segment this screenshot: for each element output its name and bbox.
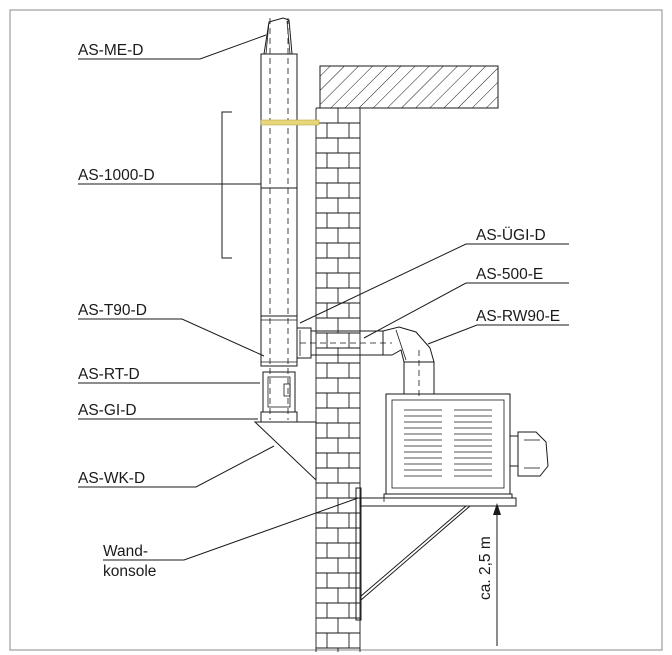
label-as-wk-d: AS-WK-D — [78, 470, 145, 487]
boiler-unit — [383, 393, 549, 502]
connection-ring — [260, 119, 320, 126]
height-label: ca. 2,5 m — [477, 536, 494, 600]
vent-grille-right — [454, 409, 492, 477]
length-bracket — [221, 111, 232, 259]
height-dimension: ca. 2,5 m — [477, 503, 501, 646]
label-as-500-e: AS-500-E — [476, 266, 543, 283]
drawing-frame — [9, 9, 663, 651]
leader-lines — [78, 34, 569, 561]
label-as-rt-d: AS-RT-D — [78, 366, 140, 383]
burner — [517, 431, 549, 477]
label-as-gi-d: AS-GI-D — [78, 402, 137, 419]
label-as-t90-d: AS-T90-D — [78, 302, 147, 319]
brick-wall — [315, 66, 361, 652]
vent-grille-left — [404, 409, 442, 477]
label-wandkonsole-line1: Wand- — [103, 543, 148, 560]
chimney-pipe — [253, 17, 320, 482]
label-wandkonsole-line2: konsole — [103, 563, 156, 580]
label-as-me-d: AS-ME-D — [78, 42, 143, 59]
wall-console — [355, 487, 517, 621]
ceiling-slab — [319, 65, 499, 109]
label-as-rw90-e: AS-RW90-E — [476, 308, 560, 325]
label-as-1000-d: AS-1000-D — [78, 167, 155, 184]
label-as-ugi-d: AS-ÜGI-D — [476, 226, 546, 244]
